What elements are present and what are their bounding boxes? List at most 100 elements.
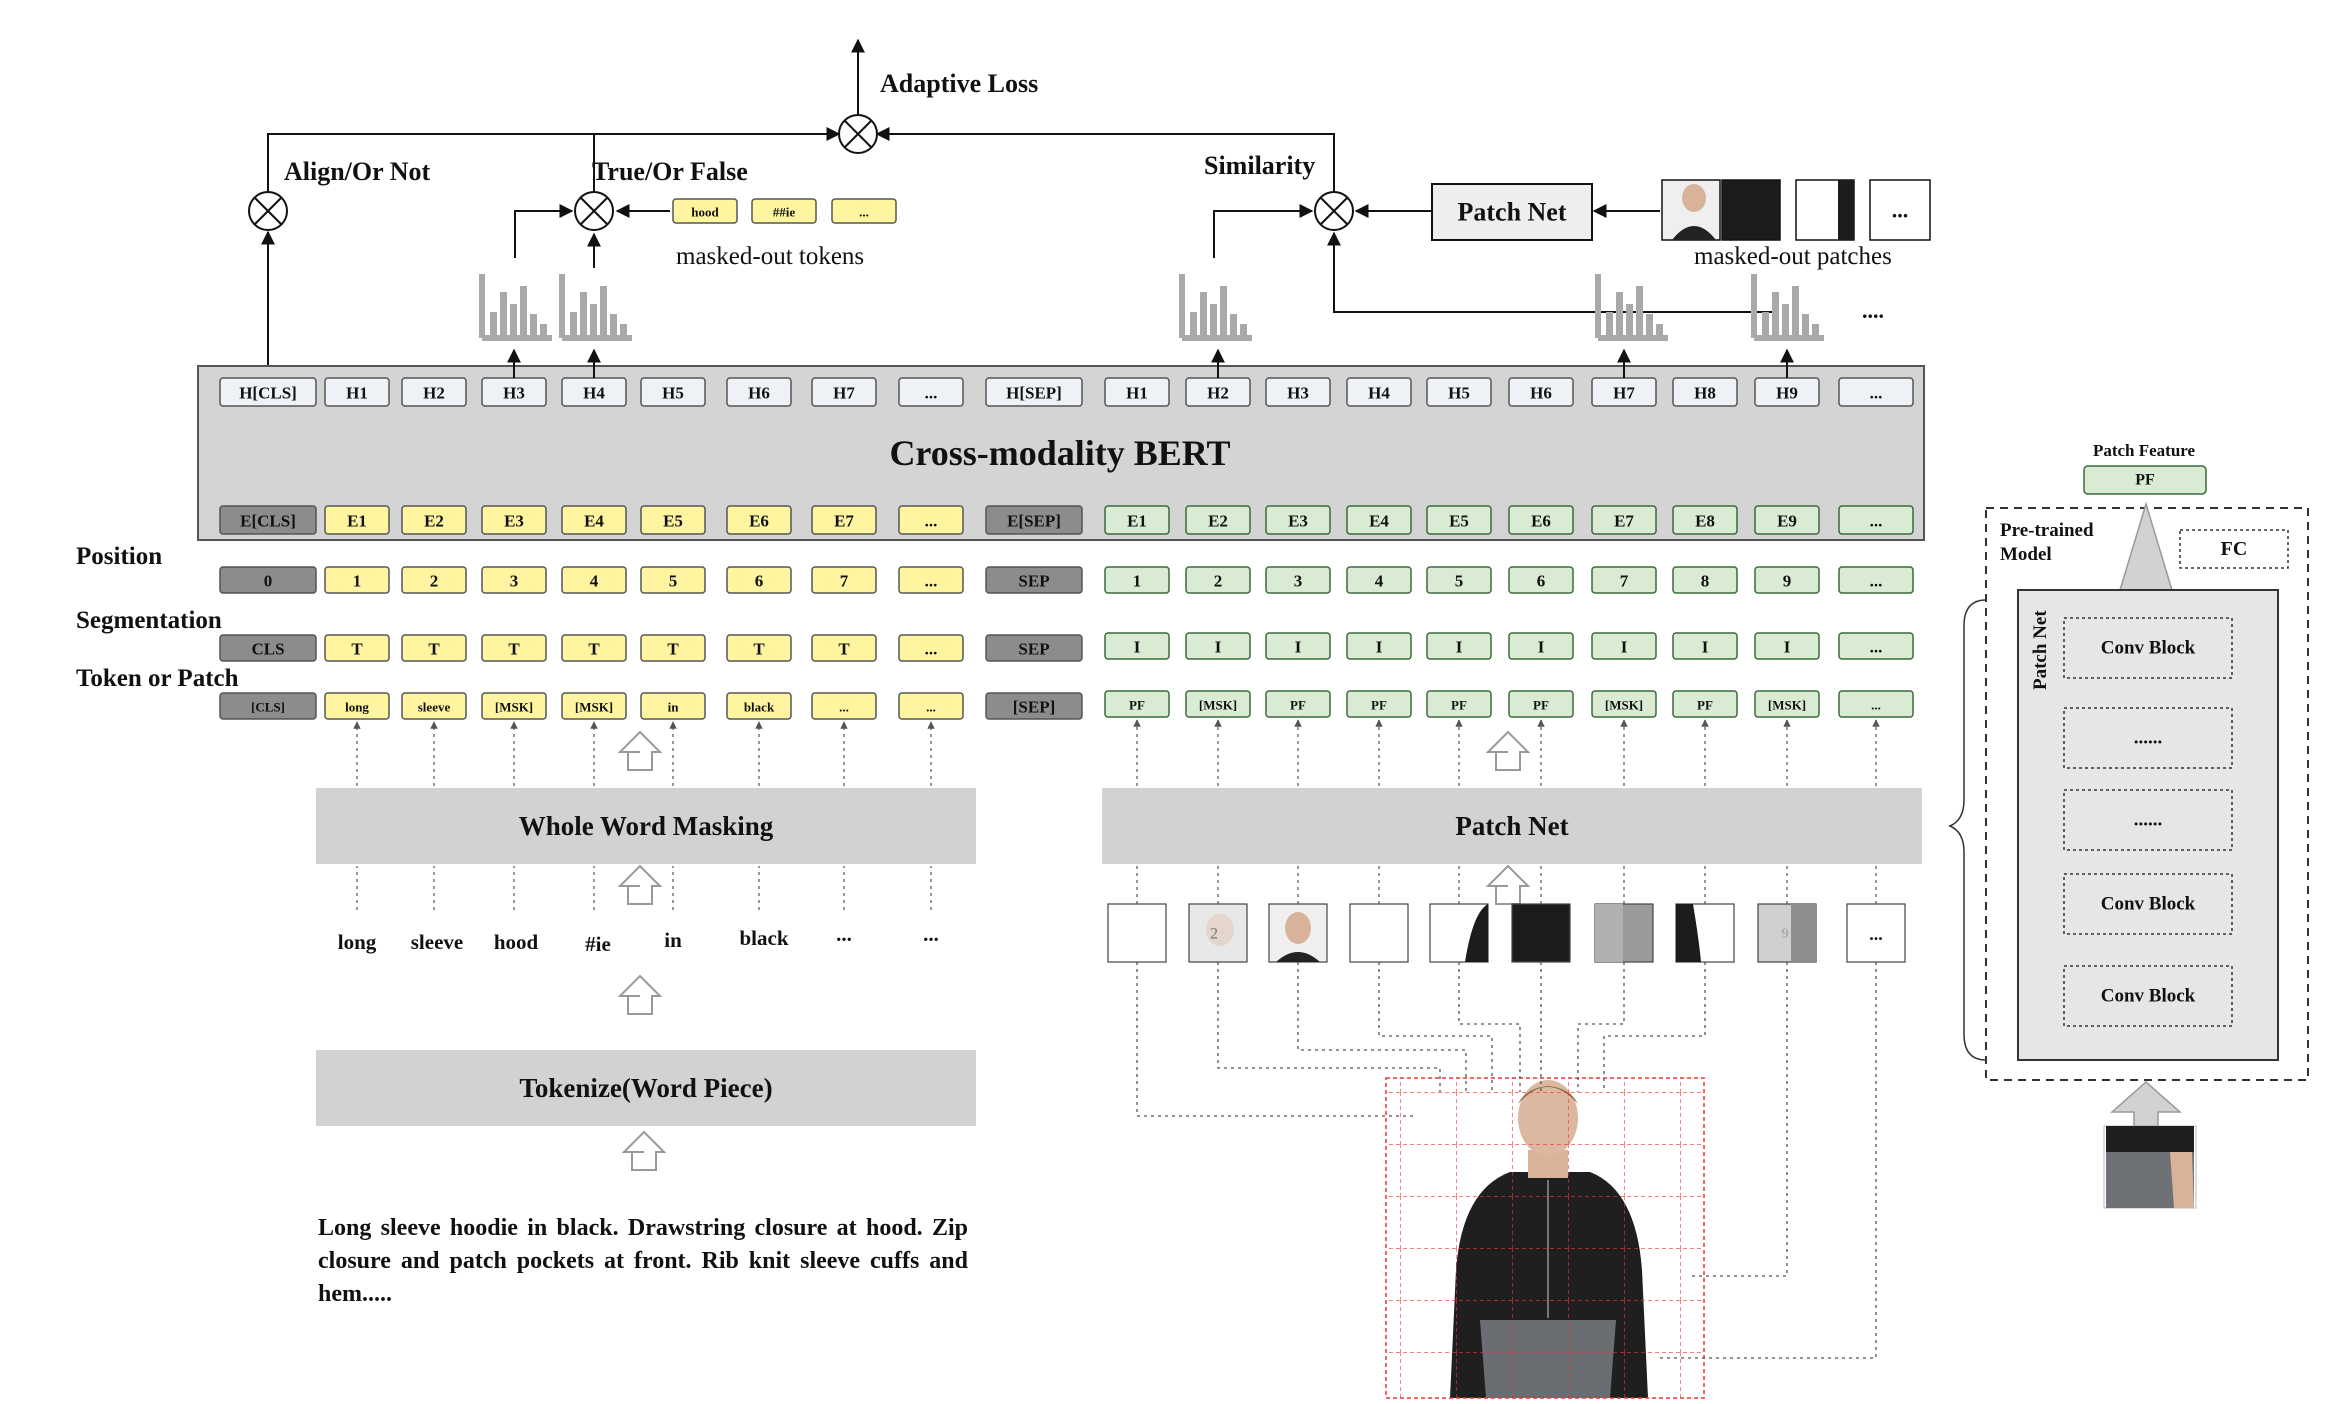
true-or-false-label: True/Or False [592, 157, 748, 186]
histogram-bar [1616, 292, 1623, 338]
word-2: hood [494, 930, 539, 954]
pos-img-7-text: 8 [1701, 572, 1710, 591]
hidden-img-2-text: H3 [1287, 384, 1309, 403]
pos-img-1-text: 2 [1214, 572, 1223, 591]
conv-block-0: Conv Block [2063, 617, 2233, 679]
tok-text-4: [MSK] [561, 692, 627, 720]
embed-text-0: E[CLS] [219, 505, 317, 535]
seg-text-7-text: T [838, 640, 850, 659]
segmentation-row-label: Segmentation [76, 607, 222, 634]
patch-image-0 [1107, 903, 1167, 963]
histogram-icon-3 [1595, 274, 1668, 341]
embed-text-8: ... [898, 505, 964, 535]
embed-img-1: E2 [1185, 505, 1251, 535]
pos-text-8: ... [898, 566, 964, 594]
histogram-bar [1802, 314, 1809, 338]
histogram-bar [1792, 286, 1799, 338]
patch-grid [1385, 1077, 1705, 1399]
tok-text-6-text: black [744, 700, 775, 715]
embed-text-5-text: E5 [663, 512, 683, 531]
person-image [1385, 1077, 1705, 1399]
embed-text-4-text: E4 [584, 512, 604, 531]
svg-text:9: 9 [1782, 927, 1789, 942]
embed-text-6-text: E6 [749, 512, 769, 531]
top-patch-net-label: Patch Net [1457, 198, 1566, 227]
embed-img-0-text: E1 [1127, 512, 1147, 531]
hidden-img-3: H4 [1346, 377, 1412, 407]
pos-img-7: 8 [1672, 566, 1738, 594]
embed-img-7-text: E8 [1695, 512, 1715, 531]
pos-img-4: 5 [1426, 566, 1492, 594]
pos-text-5-text: 5 [669, 572, 678, 591]
hollow-up-arrow-6 [1485, 864, 1531, 905]
tok-text-3: [MSK] [481, 692, 547, 720]
tok-sep-text: [SEP] [1013, 698, 1056, 717]
seg-img-1: I [1185, 632, 1251, 660]
embed-img-3-text: E4 [1369, 512, 1389, 531]
seg-text-8: ... [898, 634, 964, 662]
svg-text:...: ... [1892, 198, 1909, 223]
product-description: Long sleeve hoodie in black. Drawstring … [318, 1215, 968, 1307]
hollow-up-arrow-5 [1485, 730, 1531, 771]
histogram-bar [580, 292, 587, 338]
embed-text-4: E4 [561, 505, 627, 535]
seg-sep: SEP [985, 634, 1083, 662]
hidden-img-9-text: ... [1870, 384, 1883, 403]
tok-img-3: PF [1346, 690, 1412, 718]
embed-text-8-text: ... [925, 512, 938, 531]
conv-block-label-4: Conv Block [2101, 986, 2196, 1007]
patch-image-5 [1511, 903, 1571, 963]
loss-combiner-icon [838, 114, 878, 154]
seg-text-1: T [324, 634, 390, 662]
patch-image-1: 2 [1188, 903, 1248, 963]
tok-img-1-text: [MSK] [1199, 698, 1237, 713]
patch-image-4 [1429, 903, 1489, 963]
position-row-label: Position [76, 543, 162, 570]
seg-img-2: I [1265, 632, 1331, 660]
side-brace [1948, 599, 1987, 1061]
seg-text-5: T [640, 634, 706, 662]
embed-sep-text: E[SEP] [1007, 512, 1061, 531]
hidden-text-1: H1 [324, 377, 390, 407]
tok-img-4-text: PF [1451, 698, 1467, 713]
hidden-text-2-text: H2 [423, 384, 445, 403]
word-5: black [739, 926, 788, 950]
embed-img-1-text: E2 [1208, 512, 1228, 531]
masked-token-0: hood [672, 198, 738, 224]
hidden-img-7: H8 [1672, 377, 1738, 407]
seg-img-1-text: I [1215, 638, 1222, 657]
tok-text-5: in [640, 692, 706, 720]
bert-title: Cross-modality BERT [889, 433, 1230, 473]
patch-feature-pf: PF [2135, 472, 2155, 489]
embed-img-0: E1 [1104, 505, 1170, 535]
similarity-label: Similarity [1204, 151, 1315, 180]
histogram-icon-0 [479, 274, 552, 341]
histogram-bar [1772, 292, 1779, 338]
pos-sep: SEP [985, 566, 1083, 594]
histogram-icon-4 [1751, 274, 1824, 341]
masked-patch-more [1869, 179, 1931, 241]
top-patch-net-box [1431, 183, 1593, 241]
tok-img-5-text: PF [1533, 698, 1549, 713]
tok-img-5: PF [1508, 690, 1574, 718]
pos-text-0: 0 [219, 566, 317, 594]
seg-text-1-text: T [351, 640, 363, 659]
seg-text-6: T [726, 634, 792, 662]
patch-net-vertical-label: Patch Net [2030, 610, 2051, 690]
hidden-img-9: ... [1838, 377, 1914, 407]
grid-connector-6 [1577, 962, 1625, 1092]
similarity-to-loss-arrow [875, 127, 1335, 192]
tok-text-8: ... [898, 692, 964, 720]
pos-text-3: 3 [481, 566, 547, 594]
hidden-img-0-text: H1 [1126, 384, 1148, 403]
embed-sep: E[SEP] [985, 505, 1083, 535]
conv-block-label-0: Conv Block [2101, 638, 2196, 659]
pos-sep-text: SEP [1018, 572, 1049, 591]
pos-img-8-text: 9 [1783, 572, 1792, 591]
histogram-bar [600, 286, 607, 338]
patch-image-9: ... [1846, 903, 1906, 963]
seg-img-5: I [1508, 632, 1574, 660]
seg-img-0-text: I [1134, 638, 1141, 657]
word-4: in [664, 928, 682, 952]
embed-text-2: E2 [401, 505, 467, 535]
